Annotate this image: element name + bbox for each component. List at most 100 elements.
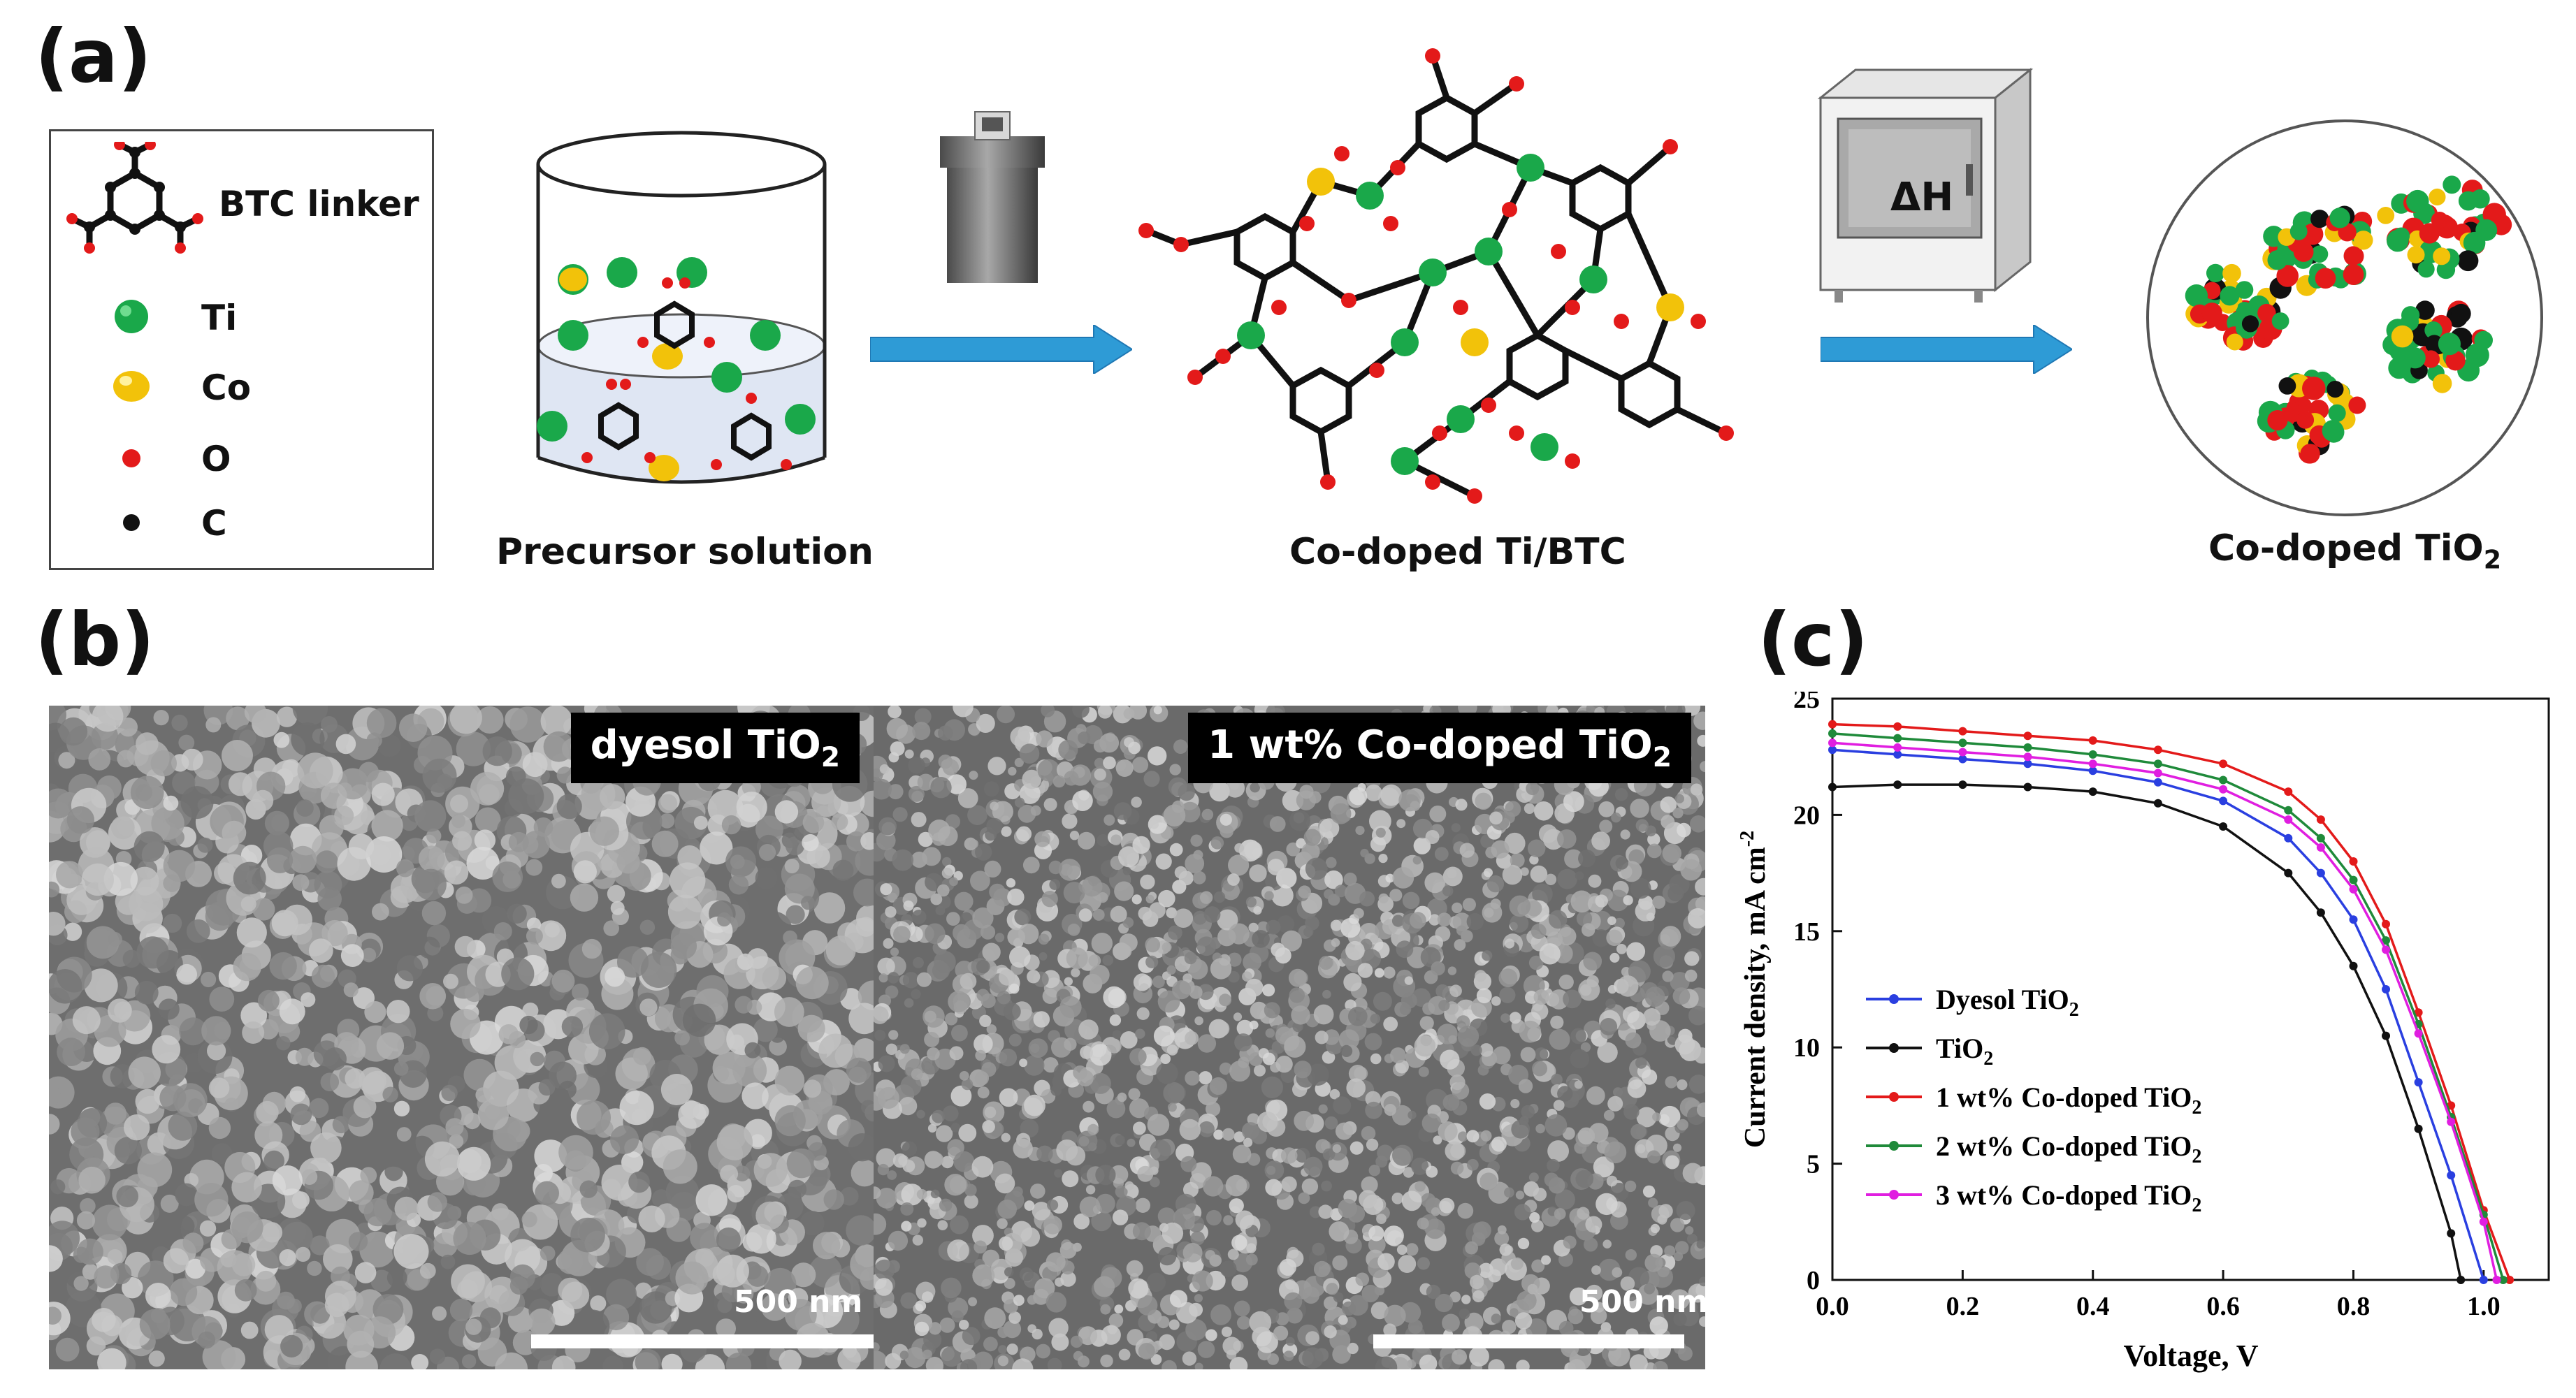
sem-grain xyxy=(928,1322,942,1335)
sem-grain xyxy=(1550,1015,1564,1029)
sem-grain xyxy=(1570,1028,1586,1044)
nanoparticle-atom xyxy=(2185,284,2208,307)
sem-grain xyxy=(1590,1307,1607,1325)
series-point xyxy=(2284,806,2293,815)
sem-grain xyxy=(222,820,247,845)
sem-grain xyxy=(1452,912,1472,931)
sem-grain xyxy=(551,969,575,993)
sem-grain xyxy=(874,1342,880,1353)
sem-grain xyxy=(1267,859,1285,875)
legend-label-sub: 2 xyxy=(2192,1097,2201,1119)
series-point xyxy=(2492,1276,2501,1284)
sem-grain xyxy=(1234,1033,1252,1051)
sem-grain xyxy=(1038,933,1050,945)
sem-grain xyxy=(1605,998,1616,1009)
sem-grain xyxy=(118,718,138,737)
sem-grain xyxy=(1315,1031,1329,1044)
sem-grain xyxy=(997,706,1015,724)
sem-grain xyxy=(1003,1003,1021,1021)
sem-grain xyxy=(1042,988,1058,1004)
sem-grain xyxy=(953,1151,975,1172)
sem-grain xyxy=(818,1033,853,1068)
sem-grain xyxy=(272,1165,303,1196)
sem-grain xyxy=(1008,1311,1021,1324)
process-arrow-1 xyxy=(870,325,1132,374)
sem-grain xyxy=(558,1135,593,1170)
sem-grain xyxy=(398,713,428,742)
sem-grain xyxy=(1289,810,1310,831)
sem-grain xyxy=(240,1321,259,1339)
sem-grain xyxy=(900,1075,922,1097)
sem-grain xyxy=(1298,885,1311,898)
sem-grain xyxy=(364,1001,386,1024)
series-point xyxy=(2284,815,2293,824)
sem-grain xyxy=(941,1156,954,1169)
sem-grain xyxy=(1557,1086,1573,1102)
nanoparticle-atom xyxy=(2220,286,2240,306)
sem-grain xyxy=(1189,985,1203,999)
sem-grain xyxy=(1330,919,1343,931)
sem-grain xyxy=(1019,1267,1034,1282)
sem-grain xyxy=(825,935,856,966)
sem-grain xyxy=(1284,1292,1303,1311)
series-point xyxy=(2023,731,2032,741)
nanoparticle-atom xyxy=(2322,420,2344,442)
sem-grain xyxy=(876,831,896,850)
sem-grain xyxy=(1072,706,1090,718)
sem-grain xyxy=(1653,945,1675,968)
sem-grain xyxy=(276,706,298,727)
sem-grain xyxy=(972,907,994,929)
sem-grain xyxy=(1126,1260,1143,1277)
sem-grain xyxy=(475,1087,491,1103)
sem-grain xyxy=(1586,1086,1605,1105)
sem-grain xyxy=(1192,1270,1213,1292)
sem-grain xyxy=(601,977,634,1010)
sem-grain xyxy=(519,1015,538,1035)
sem-grain xyxy=(797,1014,825,1042)
sem-grain xyxy=(80,1197,96,1214)
sem-grain xyxy=(1261,1076,1283,1098)
sem-grain xyxy=(874,1213,887,1235)
sem-grain xyxy=(1635,819,1649,832)
sem-grain xyxy=(1163,804,1186,827)
sem-grain xyxy=(49,1245,63,1272)
sem-grain xyxy=(71,1117,100,1146)
sem-grain xyxy=(947,1139,964,1156)
sem-grain xyxy=(934,951,956,973)
sem-grain xyxy=(658,794,678,813)
sem-grain xyxy=(1599,820,1613,833)
sem-grain xyxy=(1136,1007,1150,1020)
sem-grain xyxy=(1294,1110,1315,1131)
sem-grain xyxy=(1049,879,1061,890)
sem-grain xyxy=(1377,1253,1395,1271)
sem-grain xyxy=(1529,855,1539,865)
sem-grain xyxy=(1283,1350,1294,1362)
sem-grain xyxy=(1421,1193,1436,1208)
sem-grain xyxy=(418,845,445,873)
mof-label: Co-doped Ti/BTC xyxy=(1289,531,1626,573)
sem-grain xyxy=(1090,1072,1111,1094)
sem-grain xyxy=(1097,706,1113,719)
sem-grain xyxy=(63,922,82,941)
sem-grain xyxy=(989,883,1006,901)
series-point xyxy=(1958,755,1967,764)
sem-grain xyxy=(1519,1020,1542,1043)
sem-grain xyxy=(1253,906,1262,915)
sem-grain xyxy=(1022,857,1040,874)
sem-grain xyxy=(522,1003,539,1019)
sem-grain xyxy=(1101,1325,1121,1345)
plot-frame xyxy=(1831,697,2550,1281)
sem-grain xyxy=(1227,952,1242,967)
sem-grain xyxy=(1062,1170,1079,1188)
sem-grain xyxy=(1028,1038,1048,1058)
sem-left-texture xyxy=(49,706,874,1369)
sem-grain xyxy=(455,886,473,904)
series-point xyxy=(1893,743,1902,752)
sem-grain xyxy=(1249,864,1267,882)
co-doped-tio2-nanoparticles-illustration xyxy=(2146,119,2543,516)
sem-grain xyxy=(606,1279,637,1310)
sem-grain xyxy=(1173,739,1188,754)
sem-grain xyxy=(1611,813,1621,823)
sem-grain xyxy=(1389,889,1403,902)
nanoparticle-atom xyxy=(2343,246,2363,265)
